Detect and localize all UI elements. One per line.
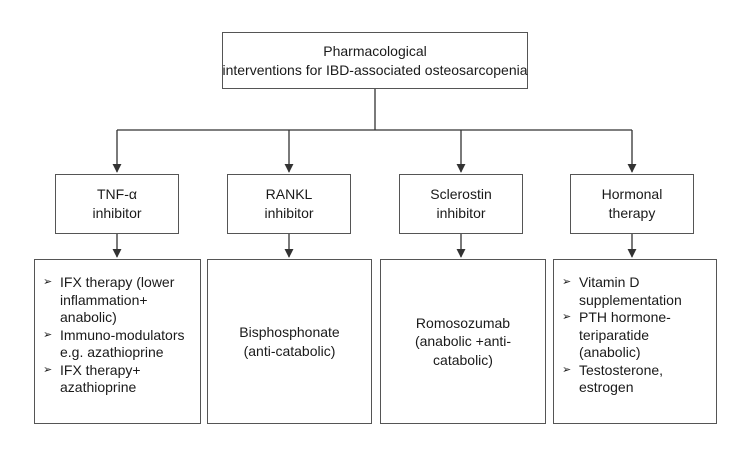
sclerostin-inhibitor-node: Sclerostin inhibitor	[399, 174, 523, 234]
category-title-line: TNF-α	[97, 186, 137, 202]
detail-text-line: (anti-catabolic)	[243, 342, 336, 359]
detail-text-line: catabolic)	[433, 351, 493, 368]
list-item: Vitamin D supplementation	[562, 274, 712, 309]
detail-text-line: (anabolic +anti-	[414, 333, 512, 350]
hormonal-therapy-node: Hormonal therapy	[570, 174, 694, 234]
hormonal-detail-node: Vitamin D supplementation PTH hormone- t…	[553, 259, 717, 424]
list-item: IFX therapy+ azathioprine	[43, 362, 196, 397]
root-title-line: Pharmacological	[323, 42, 427, 59]
tnf-bullet-list: IFX therapy (lower inflammation+ anaboli…	[35, 260, 200, 397]
list-item: Testosterone, estrogen	[562, 362, 712, 397]
list-item: Immuno-modulators e.g. azathioprine	[43, 327, 196, 362]
list-item: IFX therapy (lower inflammation+ anaboli…	[43, 274, 196, 327]
rankl-detail-node: Bisphosphonate (anti-catabolic)	[207, 259, 372, 424]
sclerostin-detail-node: Romosozumab (anabolic +anti- catabolic)	[380, 259, 546, 424]
category-title-line: inhibitor	[436, 205, 486, 221]
category-title-line: Sclerostin	[430, 186, 492, 202]
root-node: Pharmacological interventions for IBD-as…	[222, 32, 528, 89]
category-title-line: inhibitor	[92, 205, 142, 221]
hormonal-bullet-list: Vitamin D supplementation PTH hormone- t…	[554, 260, 716, 397]
category-title-line: Hormonal	[601, 186, 663, 202]
tnf-inhibitor-node: TNF-α inhibitor	[55, 174, 179, 234]
root-title-line: interventions for IBD-associated osteosa…	[222, 61, 528, 78]
tnf-detail-node: IFX therapy (lower inflammation+ anaboli…	[34, 259, 201, 424]
detail-text-line: Romosozumab	[415, 314, 511, 331]
rankl-inhibitor-node: RANKL inhibitor	[227, 174, 351, 234]
list-item: PTH hormone- teriparatide (anabolic)	[562, 309, 712, 362]
category-title-line: inhibitor	[264, 205, 314, 221]
detail-text-line: Bisphosphonate	[239, 324, 340, 340]
category-title-line: therapy	[608, 205, 656, 221]
category-title-line: RANKL	[265, 186, 313, 202]
